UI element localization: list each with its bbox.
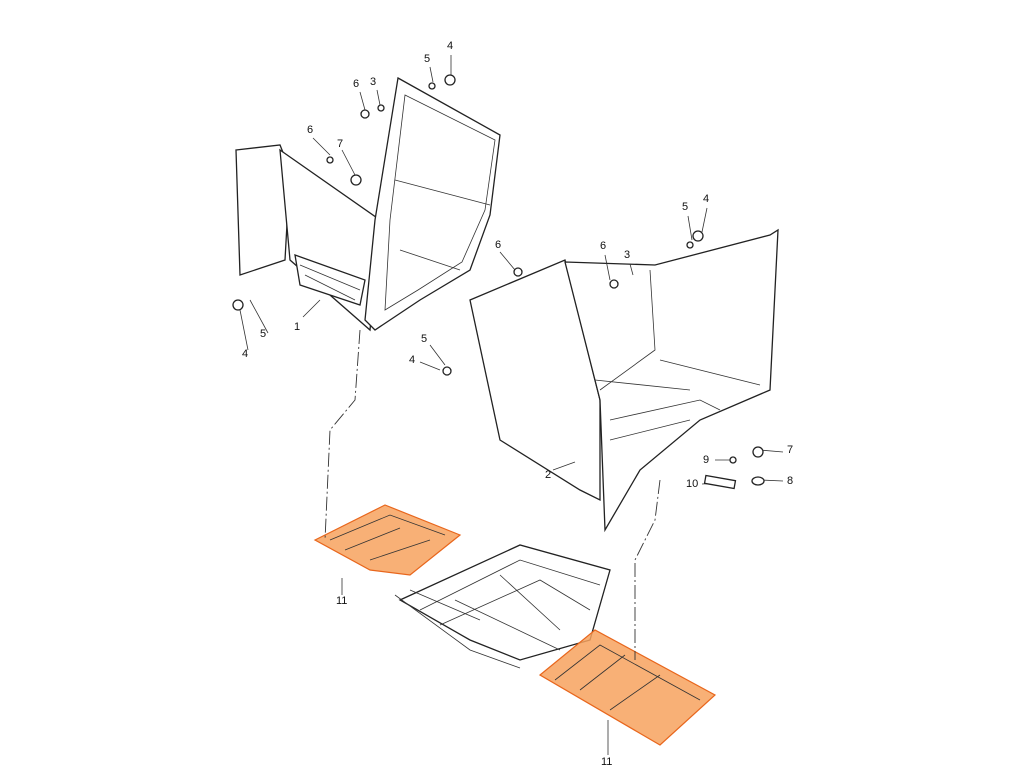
callout-4: 4: [409, 354, 416, 366]
callout-5: 5: [424, 53, 431, 65]
callout-2: 2: [545, 469, 552, 481]
step-rail-left: [313, 504, 462, 576]
callout-7: 7: [787, 444, 794, 456]
callout-3: 3: [624, 249, 631, 261]
callout-4: 4: [447, 40, 454, 52]
vehicle-frame: [394, 544, 611, 669]
left-floor-panel: [235, 76, 501, 332]
right-floor-panel: [469, 228, 779, 533]
callout-4: 4: [242, 348, 249, 360]
callout-11: 11: [601, 756, 613, 768]
callout-9: 9: [703, 454, 710, 466]
hardware-parts: [232, 74, 765, 490]
callout-10: 10: [686, 478, 699, 490]
callout-5: 5: [260, 328, 267, 340]
step-rail-right: [538, 629, 717, 746]
callout-6: 6: [353, 78, 360, 90]
callout-7: 7: [337, 138, 344, 150]
callout-8: 8: [787, 475, 794, 487]
callout-6: 6: [600, 240, 607, 252]
callout-4: 4: [703, 193, 710, 205]
callout-6: 6: [307, 124, 314, 136]
callout-3: 3: [370, 76, 377, 88]
callout-6: 6: [495, 239, 502, 251]
callout-1: 1: [294, 321, 301, 333]
callout-5: 5: [682, 201, 689, 213]
callout-11: 11: [336, 595, 348, 607]
callout-5: 5: [421, 333, 428, 345]
